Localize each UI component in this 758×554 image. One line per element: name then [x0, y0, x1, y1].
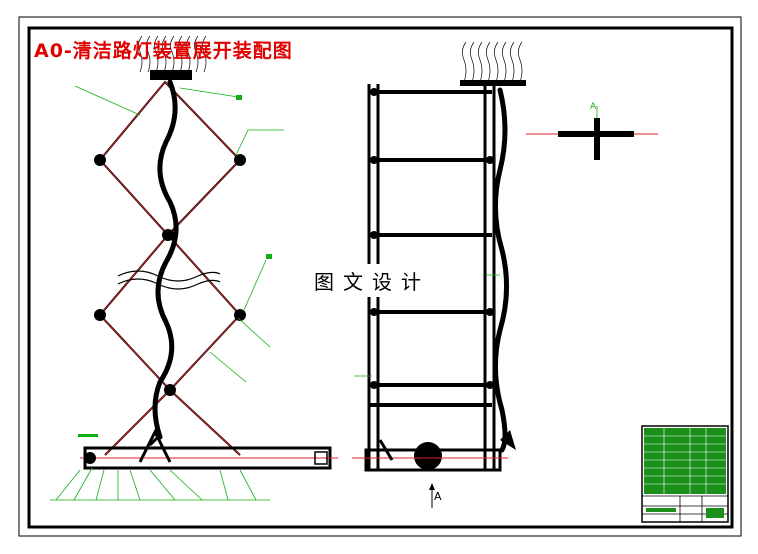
- view-arrow-label: A: [434, 490, 442, 503]
- title-block: [641, 425, 729, 523]
- watermark-text: 图文设计: [308, 264, 436, 297]
- drawing-title: A0-清洁路灯装置展开装配图: [34, 40, 293, 62]
- scissor-lift-front-view: [50, 35, 338, 501]
- section-detail: [526, 106, 658, 160]
- outer-frame: [18, 16, 742, 537]
- wheel: [414, 442, 442, 470]
- inner-frame: [27, 26, 734, 529]
- section-marker-label: A: [590, 102, 597, 112]
- top-head: [150, 70, 192, 80]
